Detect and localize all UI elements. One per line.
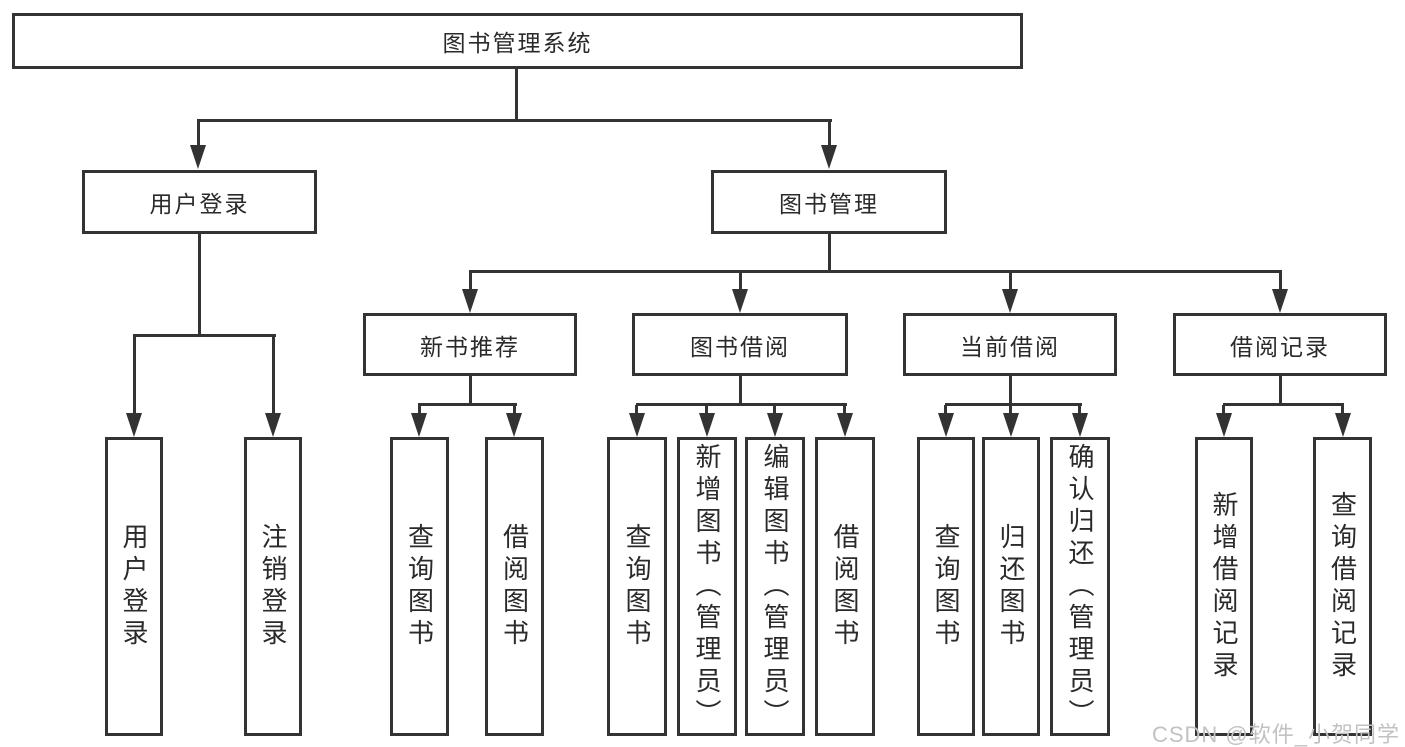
leaf-borrow-books-recommend: 借阅图书	[485, 437, 544, 736]
node-label: 新书推荐	[420, 333, 520, 360]
arrowhead-g3-3	[767, 413, 783, 437]
leaf-label: 用户登录	[119, 522, 149, 651]
leaf-label: 借阅图书	[499, 522, 530, 651]
leaf-query-books-borrowing: 查询图书	[607, 437, 667, 736]
connector-drop-g4-2	[1009, 405, 1012, 414]
arrowhead-leaf-login	[126, 413, 142, 437]
node-label: 当前借阅	[960, 333, 1060, 360]
node-label: 图书管理	[779, 191, 879, 217]
leaf-label: 查询借阅记录	[1327, 490, 1358, 683]
node-borrowing-records: 借阅记录	[1173, 313, 1387, 376]
leaf-label: 借阅图书	[830, 522, 860, 651]
connector-drop-records	[1279, 272, 1282, 290]
connector-drop-g3-2	[705, 405, 708, 414]
leaf-user-login: 用户登录	[105, 437, 163, 736]
arrowhead-g5-2	[1335, 413, 1351, 437]
connector-records-stem	[1279, 376, 1282, 405]
connector-drop-g3-3	[773, 405, 776, 414]
connector-drop-leaf-logout	[272, 336, 275, 414]
connector-drop-book-mgmt	[828, 121, 831, 147]
connector-bookmgmt-stem	[828, 234, 831, 272]
connector-drop-current	[1009, 272, 1012, 290]
arrowhead-current	[1002, 289, 1018, 313]
leaf-return-books: 归还图书	[982, 437, 1040, 736]
connector-drop-g2-1	[418, 405, 421, 414]
connector-borrowing-stem	[739, 376, 742, 405]
node-label: 图书借阅	[690, 333, 790, 360]
leaf-label: 注销登录	[258, 522, 288, 651]
node-new-book-recommend: 新书推荐	[363, 313, 577, 376]
arrowhead-user-login	[190, 145, 206, 169]
leaf-label: 编辑图书（管理员）	[760, 442, 790, 731]
leaf-label: 查询图书	[622, 522, 652, 651]
node-label: 图书管理系统	[442, 30, 593, 56]
connector-drop-g4-3	[1078, 405, 1081, 414]
leaf-label: 查询图书	[931, 522, 961, 651]
connector-drop-user-login	[197, 121, 200, 147]
node-book-borrowing: 图书借阅	[632, 313, 848, 376]
connector-bookmgmt-branch	[469, 270, 1282, 273]
node-label: 用户登录	[149, 191, 250, 217]
connector-userlogin-stem	[198, 234, 201, 337]
leaf-query-borrow-record: 查询借阅记录	[1313, 437, 1372, 736]
connector-root-stem	[515, 68, 518, 122]
arrowhead-g2-2	[506, 413, 522, 437]
arrowhead-g4-2	[1003, 413, 1019, 437]
connector-recommend-branch	[418, 403, 517, 406]
leaf-label: 新增借阅记录	[1209, 490, 1239, 683]
leaf-query-books-current: 查询图书	[917, 437, 975, 736]
connector-drop-recommend	[469, 272, 472, 290]
leaf-label: 确认归还（管理员）	[1065, 442, 1095, 731]
connector-current-branch	[945, 403, 1082, 406]
connector-drop-g3-1	[635, 405, 638, 414]
leaf-edit-books-admin: 编辑图书（管理员）	[745, 437, 805, 736]
leaf-logout: 注销登录	[244, 437, 302, 736]
node-book-management: 图书管理	[711, 170, 947, 234]
connector-userlogin-branch	[133, 334, 276, 337]
csdn-watermark: CSDN @软件_小贺同学	[1151, 722, 1400, 747]
connector-drop-g5-2	[1341, 405, 1344, 414]
arrowhead-g4-1	[938, 413, 954, 437]
arrowhead-g3-1	[629, 413, 645, 437]
leaf-borrow-books: 借阅图书	[815, 437, 875, 736]
leaf-label: 归还图书	[996, 522, 1026, 651]
arrowhead-g3-4	[837, 413, 853, 437]
connector-drop-g5-1	[1222, 405, 1225, 414]
leaf-confirm-return-admin: 确认归还（管理员）	[1050, 437, 1110, 736]
arrowhead-g3-2	[699, 413, 715, 437]
arrowhead-g2-1	[411, 413, 427, 437]
arrowhead-g4-3	[1072, 413, 1088, 437]
arrowhead-g5-1	[1216, 413, 1232, 437]
connector-current-stem	[1009, 376, 1012, 405]
connector-drop-g3-4	[843, 405, 846, 414]
arrowhead-records	[1272, 289, 1288, 313]
arrowhead-leaf-logout	[265, 413, 281, 437]
arrowhead-book-mgmt	[821, 145, 837, 169]
node-label: 借阅记录	[1230, 333, 1330, 360]
leaf-query-books-recommend: 查询图书	[390, 437, 449, 736]
arrowhead-borrowing	[732, 289, 748, 313]
connector-drop-g4-1	[944, 405, 947, 414]
connector-drop-leaf-login	[133, 336, 136, 414]
leaf-add-borrow-record: 新增借阅记录	[1195, 437, 1253, 736]
node-root: 图书管理系统	[12, 13, 1023, 69]
node-user-login: 用户登录	[82, 170, 317, 234]
leaf-add-books-admin: 新增图书（管理员）	[677, 437, 737, 736]
connector-records-branch	[1223, 403, 1344, 406]
arrowhead-recommend	[462, 289, 478, 313]
connector-borrowing-branch	[636, 403, 847, 406]
connector-drop-g2-2	[513, 405, 516, 414]
connector-recommend-stem	[469, 376, 472, 405]
leaf-label: 新增图书（管理员）	[692, 442, 722, 731]
connector-root-branch	[197, 119, 832, 122]
leaf-label: 查询图书	[404, 522, 435, 651]
node-current-borrowing: 当前借阅	[903, 313, 1117, 376]
connector-drop-borrowing	[739, 272, 742, 290]
